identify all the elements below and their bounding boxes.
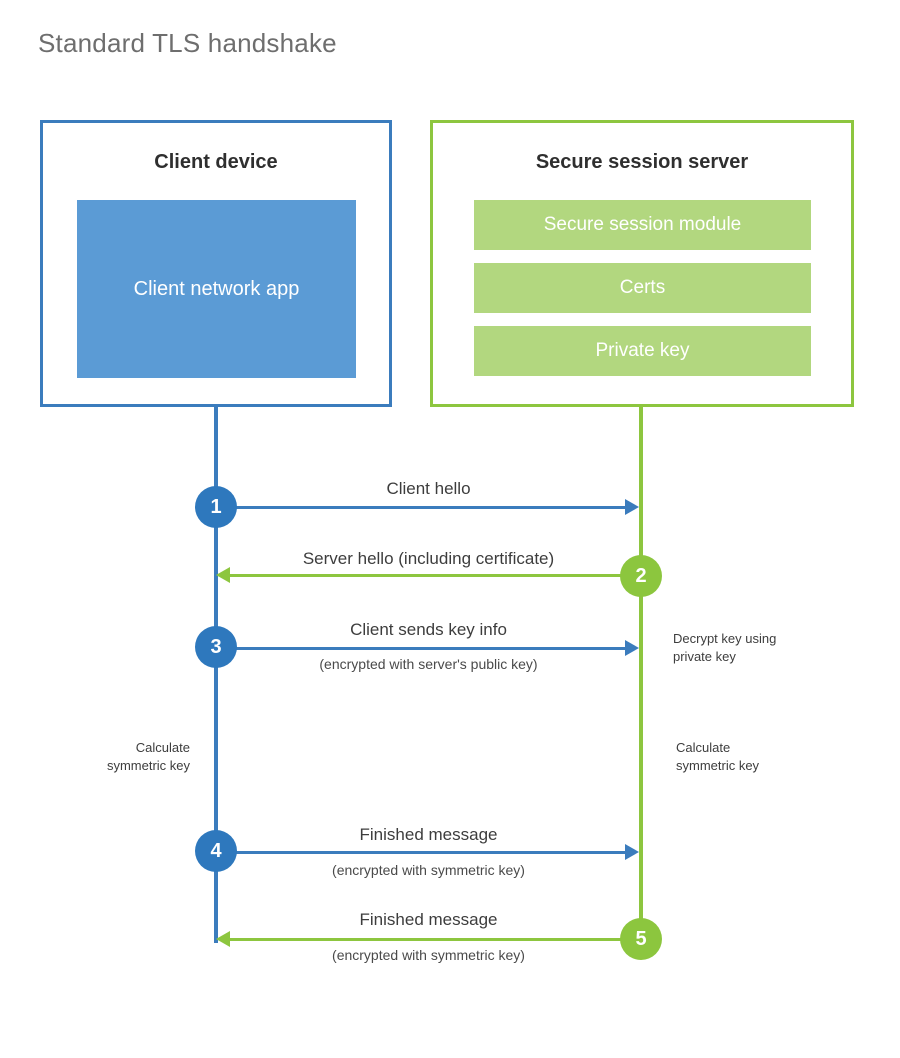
step-4-marker[interactable]: 4 (195, 830, 237, 872)
step-5-arrow-head-icon (216, 931, 230, 947)
client-device-box: Client device Client network app (40, 120, 392, 407)
server-decrypt-note: Decrypt key using private key (673, 631, 777, 664)
step-1-arrow-head-icon (625, 499, 639, 515)
server-module-certs: Certs (474, 263, 811, 313)
client-network-app-block: Client network app (77, 200, 356, 378)
step-1-primary-label: Client hello (386, 479, 471, 498)
step-5-secondary-label: (encrypted with symmetric key) (332, 947, 525, 963)
server-calculate-symmetric-key-note: Calculate symmetric key (676, 740, 760, 773)
step-4-arrow-head-icon (625, 844, 639, 860)
step-3-secondary-label: (encrypted with server's public key) (319, 656, 538, 672)
secure-session-server-box: Secure session server Secure session mod… (430, 120, 854, 407)
client-network-app-label: Client network app (133, 277, 300, 300)
step-2-primary-label: Server hello (including certificate) (302, 549, 555, 568)
step-2-arrow-line (230, 574, 641, 577)
step-4-secondary-label: (encrypted with symmetric key) (332, 862, 525, 878)
server-lifeline (639, 406, 643, 940)
step-4-arrow-line (216, 851, 625, 854)
page-title: Standard TLS handshake (38, 28, 337, 58)
server-module-private-key: Private key (474, 326, 811, 376)
step-2-arrow-head-icon (216, 567, 230, 583)
step-1-arrow-line (216, 506, 625, 509)
client-device-title: Client device (154, 151, 278, 173)
step-3-arrow-line (216, 647, 625, 650)
step-5-primary-label: Finished message (359, 910, 498, 929)
step-1-marker[interactable]: 1 (195, 486, 237, 528)
step-2-marker[interactable]: 2 (620, 555, 662, 597)
step-3-primary-label: Client sends key info (350, 620, 507, 639)
client-calculate-symmetric-key-note: Calculate symmetric key (106, 740, 190, 773)
step-4-primary-label: Finished message (359, 825, 498, 844)
secure-session-server-title: Secure session server (535, 151, 749, 173)
step-3-arrow-head-icon (625, 640, 639, 656)
server-module-secure-session-module: Secure session module (474, 200, 811, 250)
step-5-arrow-line (230, 938, 641, 941)
client-lifeline (214, 406, 218, 943)
step-5-marker[interactable]: 5 (620, 918, 662, 960)
step-3-marker[interactable]: 3 (195, 626, 237, 668)
